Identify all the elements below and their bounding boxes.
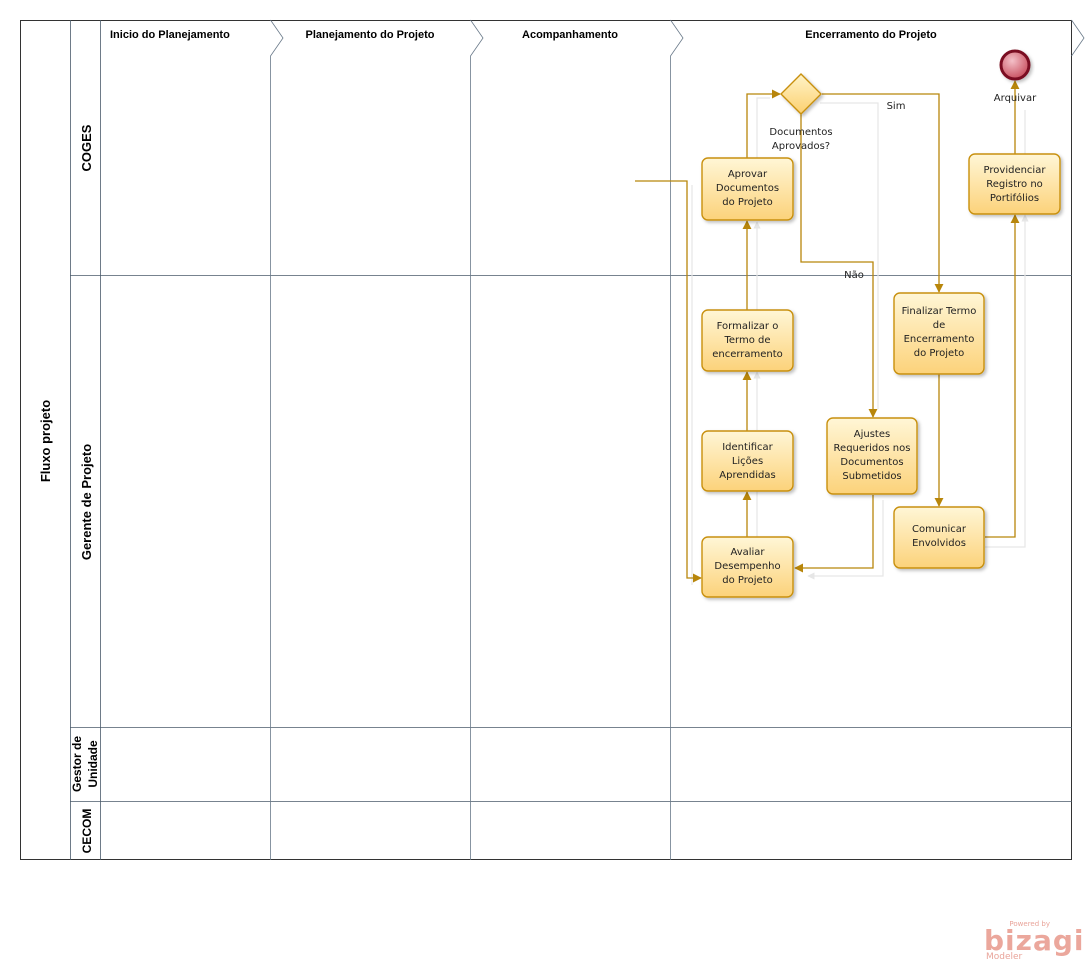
task-label: Aprendidas bbox=[719, 470, 775, 481]
task-label: do Projeto bbox=[914, 348, 964, 359]
task-identificar-licoes[interactable]: Identificar Lições Aprendidas bbox=[701, 430, 794, 492]
svg-text:Gestor de: Gestor de bbox=[70, 736, 84, 792]
flow-comunicar-providenciar bbox=[985, 214, 1020, 538]
svg-text:Unidade: Unidade bbox=[86, 740, 100, 788]
flow-gateway-nao bbox=[800, 114, 878, 418]
pool-label: Fluxo projeto bbox=[38, 400, 53, 482]
task-label: Documentos bbox=[840, 457, 903, 468]
lane-label-cecom: CECOM bbox=[80, 809, 94, 854]
bizagi-logo: Powered by bizagi Modeler bbox=[984, 918, 1083, 966]
task-label: Ajustes bbox=[854, 429, 890, 440]
phase-label-encerramento: Encerramento do Projeto bbox=[805, 29, 937, 41]
gateway-label: Documentos bbox=[769, 127, 832, 138]
gateway-no-label: Não bbox=[844, 270, 864, 281]
task-label: Comunicar bbox=[912, 524, 967, 535]
task-avaliar-desempenho[interactable]: Avaliar Desempenho do Projeto bbox=[701, 536, 794, 598]
end-event-arquivar[interactable] bbox=[999, 49, 1031, 81]
task-label: do Projeto bbox=[722, 575, 772, 586]
task-aprovar-documentos[interactable]: Aprovar Documentos do Projeto bbox=[701, 157, 794, 221]
task-label: Providenciar bbox=[984, 165, 1047, 176]
task-label: Termo de bbox=[723, 335, 770, 346]
task-label: Identificar bbox=[722, 442, 773, 453]
task-label: encerramento bbox=[712, 349, 783, 360]
flow-ajustes-avaliar bbox=[794, 495, 874, 573]
flow-gateway-sim bbox=[822, 93, 944, 293]
task-label: do Projeto bbox=[722, 197, 772, 208]
task-label: Formalizar o bbox=[717, 321, 779, 332]
logo-product: Modeler bbox=[986, 952, 1023, 962]
task-finalizar-termo[interactable]: Finalizar Termo de Encerramento do Proje… bbox=[893, 292, 985, 375]
task-label: Requeridos nos bbox=[834, 443, 911, 454]
phase-divider bbox=[470, 19, 484, 860]
phase-divider bbox=[270, 19, 284, 860]
gateway-documentos-aprovados[interactable] bbox=[780, 73, 822, 115]
task-label: Aprovar bbox=[728, 169, 768, 180]
lane-label-gestor: Gestor de Unidade bbox=[70, 736, 100, 792]
task-providenciar-registro[interactable]: Providenciar Registro no Portifólios bbox=[968, 153, 1061, 215]
task-label: Lições bbox=[732, 456, 763, 467]
task-comunicar-envolvidos[interactable]: Comunicar Envolvidos bbox=[893, 506, 985, 569]
task-label: de bbox=[933, 320, 946, 331]
task-label: Desempenho bbox=[714, 561, 780, 572]
lane-label-gerente: Gerente de Projeto bbox=[79, 444, 94, 560]
task-label: Finalizar Termo bbox=[902, 306, 977, 317]
task-label: Registro no bbox=[986, 179, 1043, 190]
end-event-label: Arquivar bbox=[994, 93, 1037, 104]
phase-divider bbox=[1071, 19, 1085, 57]
task-formalizar-termo[interactable]: Formalizar o Termo de encerramento bbox=[701, 309, 794, 372]
phase-label-inicio: Inicio do Planejamento bbox=[110, 29, 230, 41]
phase-divider bbox=[670, 19, 684, 860]
phase-label-acompanhamento: Acompanhamento bbox=[522, 29, 618, 41]
gateway-yes-label: Sim bbox=[887, 101, 906, 112]
task-label: Envolvidos bbox=[912, 538, 966, 549]
task-label: Encerramento bbox=[904, 334, 975, 345]
logo-name: bizagi bbox=[984, 924, 1085, 957]
logo-powered-by: Powered by bbox=[1009, 920, 1050, 928]
task-label: Submetidos bbox=[842, 471, 901, 482]
lane-label-coges: COGES bbox=[79, 124, 94, 171]
task-label: Avaliar bbox=[730, 547, 765, 558]
task-label: Portifólios bbox=[990, 192, 1039, 204]
task-label: Documentos bbox=[716, 183, 779, 194]
task-ajustes-requeridos[interactable]: Ajustes Requeridos nos Documentos Submet… bbox=[826, 417, 918, 495]
phase-label-planejamento: Planejamento do Projeto bbox=[306, 29, 435, 41]
flow-aprovar-gateway bbox=[746, 89, 781, 158]
gateway-label: Aprovados? bbox=[772, 141, 830, 152]
flow-incoming bbox=[635, 180, 702, 583]
